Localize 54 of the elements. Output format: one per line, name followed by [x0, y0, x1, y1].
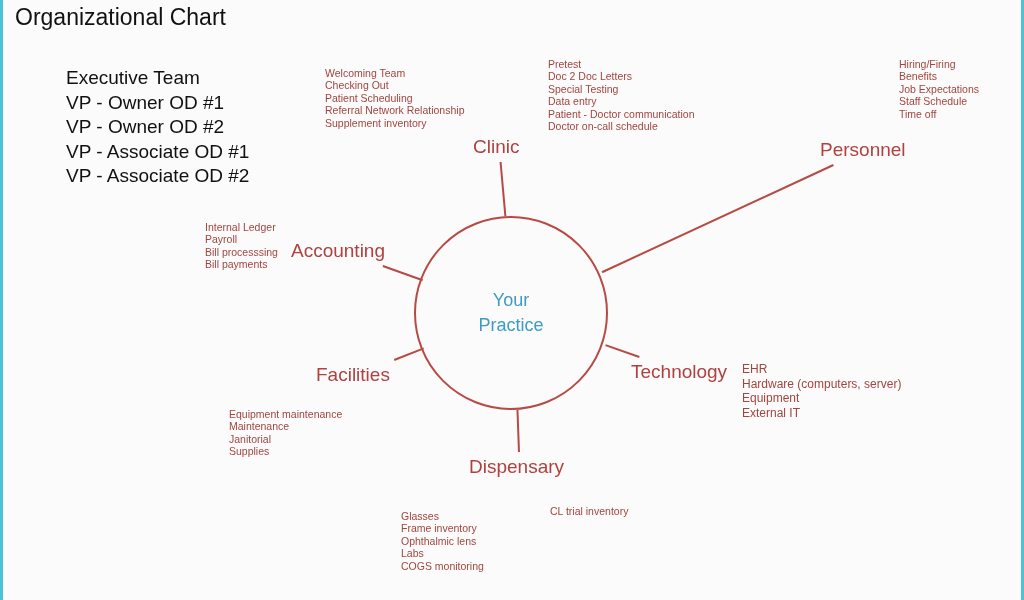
category-label: Dispensary [469, 456, 565, 478]
list-item-text: Internal Ledger [205, 221, 276, 234]
list-item-text: Supplement inventory [325, 116, 427, 129]
list-item-text: Labs [401, 547, 424, 560]
list-item-text: Patient Scheduling [325, 91, 413, 105]
list-item-text: CL trial inventory [550, 505, 629, 518]
connector-line [601, 164, 835, 274]
category-label: Clinic [473, 136, 520, 158]
connector-line [604, 344, 641, 358]
list-item-text: Pretest [548, 58, 582, 71]
list-item-text: Welcoming Team [325, 67, 406, 80]
list-item-text: Equipment [742, 391, 800, 406]
category-label: Facilities [316, 364, 390, 386]
list-item-text: Time off [899, 107, 937, 120]
list-item-text: Special Testing [548, 82, 619, 96]
list-item-text: Doc 2 Doc Letters [548, 70, 633, 83]
list-item-text: Checking Out [325, 79, 389, 92]
team-member-text: VP - Associate OD #2 [66, 164, 250, 189]
team-member-text: VP - Owner OD #1 [66, 90, 225, 115]
team-member-text: VP - Associate OD #1 [66, 139, 250, 164]
list-item-text: Payroll [205, 233, 238, 246]
list-item-text: Maintenance [229, 420, 290, 433]
connector-line [516, 408, 520, 453]
hub-circle [414, 216, 608, 410]
list-item-text: Bill processsing [205, 245, 278, 259]
team-member-text: Executive Team [66, 66, 200, 90]
list-item-text: Supplies [229, 445, 270, 458]
category-label: Accounting [291, 240, 385, 262]
list-item-text: COGS monitoring [401, 559, 484, 572]
list-item-text: External IT [742, 405, 801, 420]
list-item-text: EHR [742, 362, 768, 377]
category-label: Technology [631, 361, 728, 383]
list-item-text: Glasses [401, 510, 439, 523]
list-item-text: Bill payments [205, 258, 268, 271]
list-item-text: Frame inventory [401, 522, 477, 535]
list-item-text: Equipment maintenance [229, 408, 343, 421]
list-item-text: Referral Network Relationship [325, 104, 465, 117]
list-item-text: Hiring/Firing [899, 58, 956, 71]
team-member-text: VP - Owner OD #2 [66, 115, 225, 140]
hub-label: Your Practice [477, 289, 545, 337]
chart-title: Organizational Chart [15, 4, 226, 31]
list-item-text: Janitorial [229, 432, 272, 446]
category-label: Personnel [820, 139, 906, 161]
list-item-text: Data entry [548, 95, 597, 108]
list-item-text: Patient - Doctor communication [548, 107, 695, 120]
list-item-text: Benefits [899, 70, 937, 83]
list-item-text: Doctor on-call schedule [548, 120, 658, 133]
connector-line [393, 347, 425, 361]
list-item-text: Job Expectations [899, 82, 979, 96]
list-item-text: Hardware (computers, server) [742, 376, 902, 391]
list-item-text: Ophthalmic lens [401, 534, 477, 548]
connector-line [499, 161, 507, 218]
list-item-text: Staff Schedule [899, 95, 968, 108]
connector-line [381, 265, 424, 282]
